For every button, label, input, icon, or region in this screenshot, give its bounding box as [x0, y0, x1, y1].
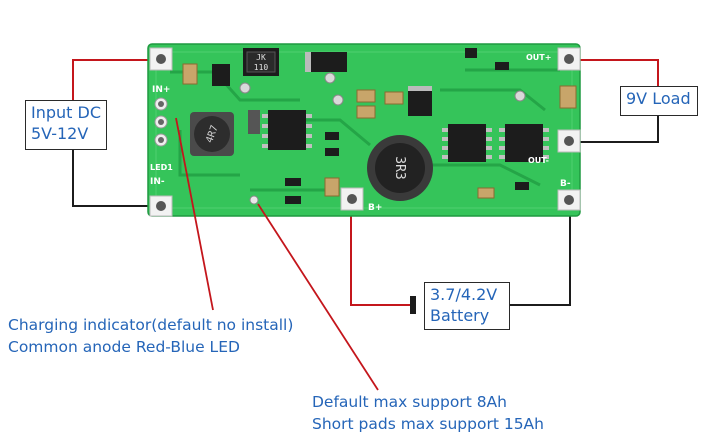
- wire-battery-positive: [350, 202, 415, 306]
- ic-u3: [499, 124, 549, 162]
- pointer-charging-indicator: [175, 117, 214, 311]
- pin-label-b-minus: B-: [560, 179, 571, 189]
- battery-line1: 3.7/4.2V: [430, 285, 498, 304]
- passive-components: [182, 48, 577, 204]
- output-positive-pad: [557, 47, 581, 71]
- battery-label: 3.7/4.2V Battery: [424, 282, 510, 330]
- charging-indicator-line2: Common anode Red-Blue LED: [8, 338, 240, 356]
- capacity-note: Default max support 8Ah Short pads max s…: [312, 391, 544, 435]
- battery-capacity-short-pad: [249, 195, 259, 205]
- output-negative-pad: [557, 129, 581, 153]
- pin-label-led: LED1: [150, 163, 173, 172]
- svg-text:3R3: 3R3: [392, 156, 407, 179]
- diode-d3: [408, 86, 432, 116]
- capacity-line1: Default max support 8Ah: [312, 393, 507, 411]
- inductor-l1: 4R7: [190, 112, 234, 156]
- input-negative-pad: [149, 195, 173, 217]
- capacity-line2: Short pads max support 15Ah: [312, 415, 544, 433]
- pin-label-in-minus: IN-: [150, 177, 165, 187]
- battery-negative-pad: [557, 189, 581, 211]
- wire-output-positive: [575, 59, 659, 86]
- load-label: 9V Load: [620, 86, 698, 116]
- svg-text:110: 110: [254, 63, 269, 72]
- svg-text:JK: JK: [256, 53, 266, 62]
- pin-label-in-plus: IN+: [152, 85, 170, 95]
- inductor-l2: 3R3: [367, 135, 433, 201]
- diode-d1: [305, 52, 347, 72]
- battery-positive-pad: [340, 187, 364, 211]
- pointer-capacity-pads: [257, 203, 379, 391]
- ic-u1: [262, 110, 312, 150]
- wire-input-negative: [72, 148, 150, 207]
- load-label-text: 9V Load: [626, 89, 691, 108]
- pin-label-out-minus: OUT-: [528, 156, 549, 165]
- diode-jk110: JK 110: [243, 48, 279, 76]
- input-dc-label: Input DC 5V-12V: [25, 100, 107, 150]
- wire-output-negative: [575, 116, 659, 143]
- battery-line2: Battery: [430, 306, 490, 325]
- pin-label-out-plus: OUT+: [526, 53, 551, 62]
- wire-input-positive: [72, 59, 150, 100]
- wire-battery-negative: [510, 202, 571, 306]
- input-dc-line2: 5V-12V: [31, 124, 89, 143]
- charging-indicator-line1: Charging indicator(default no install): [8, 316, 294, 334]
- input-positive-pad: [149, 47, 173, 71]
- charging-indicator-note: Charging indicator(default no install) C…: [8, 314, 293, 358]
- input-dc-line1: Input DC: [31, 103, 102, 122]
- pin-label-b-plus: B+: [368, 203, 382, 213]
- battery-terminal: [410, 296, 416, 314]
- led-pads: [154, 97, 168, 147]
- ic-u2: [442, 124, 492, 162]
